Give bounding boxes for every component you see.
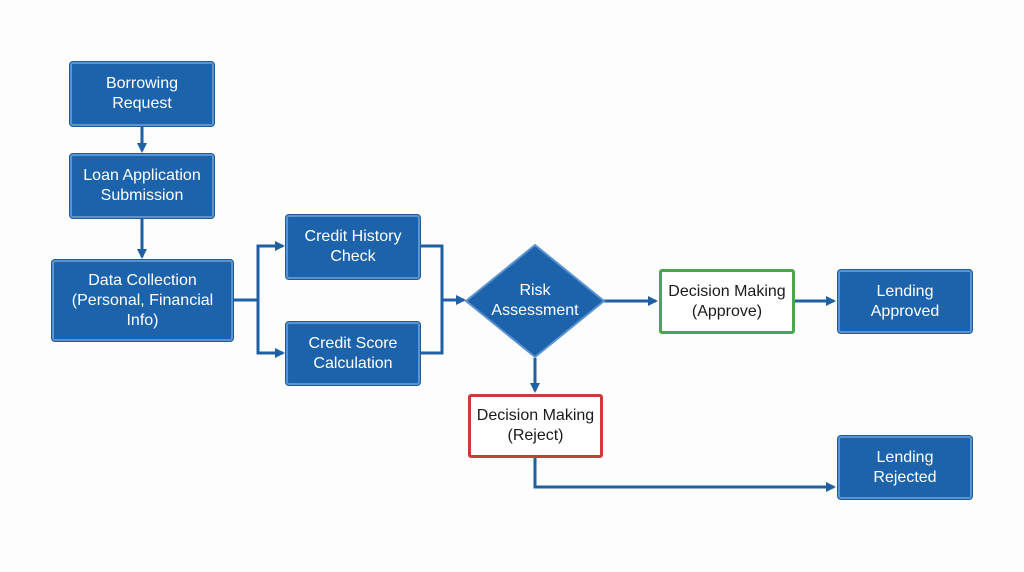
edge-reject-to-rejected — [533, 458, 836, 492]
node-risk-assessment: Risk Assessment — [491, 282, 579, 319]
node-credit-history-check: Credit History Check — [286, 215, 420, 279]
edge-collection-to-history — [256, 241, 285, 300]
edge-history-to-risk — [420, 244, 444, 300]
edge-score-to-risk — [420, 300, 444, 355]
risk-assessment-diamond — [464, 243, 606, 359]
node-decision-reject: Decision Making (Reject) — [468, 394, 603, 458]
node-credit-score-calculation: Credit Score Calculation — [286, 322, 420, 385]
node-decision-approve: Decision Making (Approve) — [659, 269, 795, 334]
node-lending-rejected: Lending Rejected — [838, 436, 972, 499]
node-lending-approved: Lending Approved — [838, 270, 972, 333]
node-loan-application-submission: Loan Application Submission — [70, 154, 214, 218]
node-borrowing-request: Borrowing Request — [70, 62, 214, 126]
edge-collection-to-score — [256, 300, 285, 358]
node-data-collection: Data Collection (Personal, Financial Inf… — [52, 260, 233, 341]
